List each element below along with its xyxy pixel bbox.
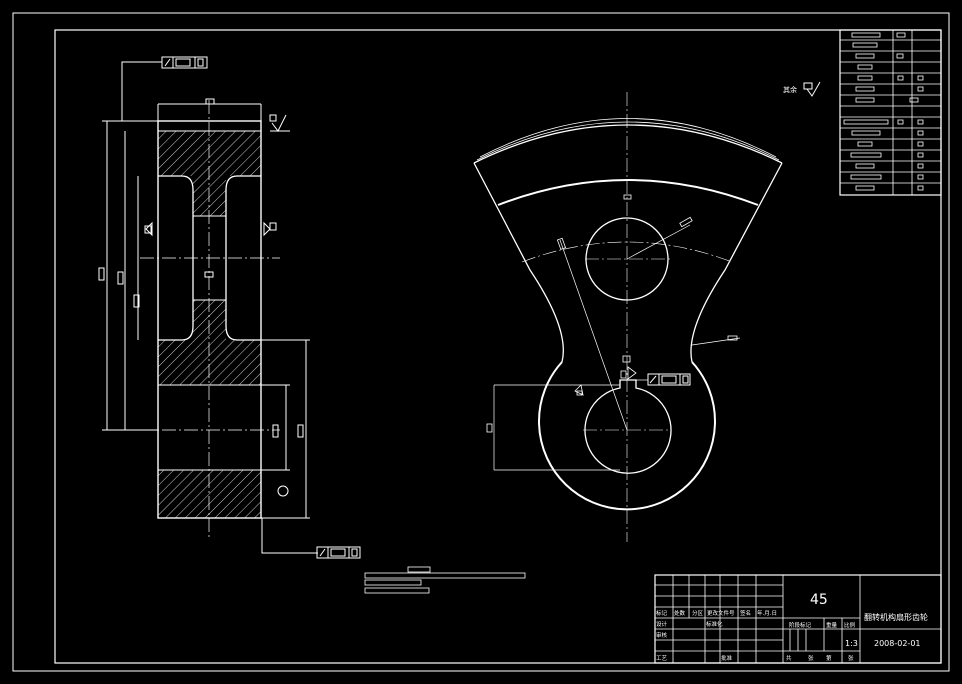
- gear-outer-arc: [473, 124, 783, 164]
- inner-border: [54, 29, 942, 664]
- hub-outline: [538, 361, 716, 511]
- hatch-top: [158, 131, 261, 176]
- lbl-sheet2: 张: [848, 654, 854, 662]
- lbl-ratio: 比例: [844, 621, 856, 629]
- hatch-bottom: [158, 470, 261, 518]
- date: 2008-02-01: [874, 639, 921, 648]
- tolerance-frame-top: [161, 56, 208, 69]
- hdr-zone: 分区: [692, 609, 704, 617]
- lbl-weight: 重量: [826, 621, 838, 629]
- lbl-sheet: 张: [808, 654, 814, 662]
- lbl-approve: 批准: [721, 654, 733, 662]
- hdr-sign: 签名: [740, 609, 751, 617]
- title-block: [654, 574, 942, 664]
- hdr-change-doc: 更改文件号: [707, 609, 735, 617]
- hdr-count: 处数: [674, 609, 686, 617]
- part-name: 翻转机构扇形齿轮: [864, 612, 928, 622]
- left-flank: [473, 162, 564, 363]
- lbl-stage: 阶段标记: [789, 621, 812, 629]
- bore: [584, 379, 672, 474]
- lbl-craft: 工艺: [656, 655, 668, 662]
- pocket-right: [225, 175, 261, 341]
- tolerance-frame-right: [647, 373, 691, 386]
- technical-requirements: [364, 566, 526, 594]
- roughness-symbol: [803, 81, 821, 97]
- material: 45: [810, 592, 828, 608]
- scale: 1:3: [845, 639, 858, 648]
- lbl-standardize: 标准化: [706, 620, 723, 628]
- front-view: [473, 92, 783, 542]
- lbl-sheet-of: 第: [826, 654, 832, 662]
- lbl-design: 设计: [656, 620, 668, 628]
- hdr-date: 年.月.日: [757, 609, 777, 617]
- lbl-sheet-total: 共: [786, 654, 792, 662]
- hatch-hub: [158, 340, 261, 385]
- lbl-check: 审核: [656, 631, 668, 639]
- roughness-note: 其余: [783, 85, 797, 94]
- detail-circle: [277, 485, 289, 497]
- hatch-web-lower: [193, 300, 226, 340]
- parameter-table: [839, 29, 942, 196]
- hdr-mark: 标记: [656, 609, 668, 617]
- section-view: [98, 61, 318, 554]
- right-flank: [690, 162, 783, 363]
- outer-border: [12, 12, 950, 672]
- tolerance-frame-bottom: [316, 546, 361, 559]
- hatch-web-upper: [193, 176, 226, 216]
